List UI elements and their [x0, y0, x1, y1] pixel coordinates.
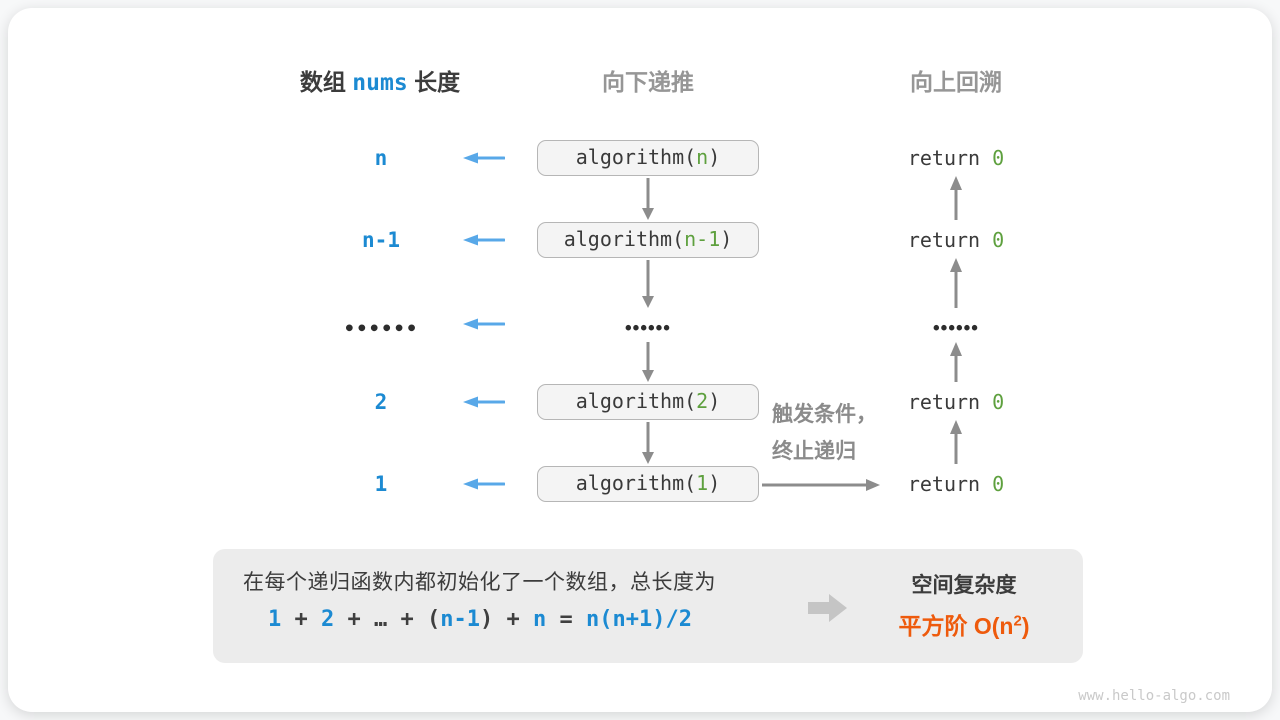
left-arrow-icon [463, 234, 505, 246]
return-keyword: return [907, 390, 993, 414]
figure-card: 数组 nums 长度 向下递推 向上回溯 n algorithm(n) retu… [8, 8, 1272, 712]
header-array-suffix: 长度 [407, 69, 461, 95]
formula-term: n [533, 607, 547, 632]
call-prefix: algorithm( [575, 145, 697, 169]
call-prefix: algorithm( [563, 227, 685, 251]
formula-term: 2 [321, 607, 335, 632]
left-arrow-icon [463, 318, 505, 330]
return-statement: return 0 [866, 226, 1046, 254]
formula-paren: ) [480, 607, 494, 632]
ellipsis-left: •••••• [343, 318, 419, 340]
return-value: 0 [992, 390, 1005, 414]
header-nums-code: nums [352, 70, 408, 96]
formula-equals: = [546, 607, 586, 632]
header-array-prefix: 数组 [299, 69, 353, 95]
down-arrow-icon [642, 342, 654, 382]
call-prefix: algorithm( [575, 471, 697, 495]
length-label-2: 2 [374, 390, 388, 414]
block-right-arrow-icon [808, 594, 847, 622]
up-arrow-icon [950, 420, 962, 464]
return-statement: return 0 [866, 144, 1046, 172]
summary-box: 在每个递归函数内都初始化了一个数组，总长度为 1 + 2 + … + (n-1)… [213, 549, 1083, 663]
complexity-order-suffix: ) [1021, 613, 1030, 639]
ellipsis-middle: •••••• [625, 318, 671, 339]
call-box-n-1: algorithm(n-1) [537, 222, 759, 258]
formula-operator: + [334, 607, 374, 632]
return-statement: return 0 [866, 388, 1046, 416]
up-arrow-icon [950, 176, 962, 220]
call-arg: n [696, 145, 709, 169]
complexity-exponent: 2 [1013, 612, 1022, 630]
call-arg: 2 [696, 389, 709, 413]
call-suffix: ) [708, 471, 721, 495]
length-label-1: 1 [374, 472, 388, 496]
formula-ellipsis: … [374, 607, 388, 632]
complexity-order-prefix: 平方阶 O(n [898, 613, 1014, 639]
column-header-recurse-down: 向下递推 [602, 69, 694, 95]
return-keyword: return [907, 228, 993, 252]
down-arrow-icon [642, 422, 654, 464]
left-arrow-icon [463, 152, 505, 164]
column-header-array-length: 数组 nums 长度 [256, 67, 504, 97]
formula-operator: + [387, 607, 427, 632]
call-suffix: ) [720, 227, 733, 251]
call-arg: n-1 [684, 227, 721, 251]
termination-note: 触发条件， 终止递归 [772, 396, 877, 470]
return-keyword: return [907, 472, 993, 496]
return-value: 0 [992, 472, 1005, 496]
summary-text: 在每个递归函数内都初始化了一个数组，总长度为 [243, 571, 716, 594]
call-arg: 1 [696, 471, 709, 495]
length-label-n-1: n-1 [362, 228, 400, 252]
right-arrow-icon [762, 479, 880, 491]
left-arrow-icon [463, 478, 505, 490]
down-arrow-icon [642, 260, 654, 308]
column-header-backtrack-up: 向上回溯 [910, 69, 1002, 95]
call-box-1: algorithm(1) [537, 466, 759, 502]
termination-note-line2: 终止递归 [772, 440, 856, 463]
ellipsis-right: •••••• [933, 318, 979, 339]
watermark-url: www.hello-algo.com [1078, 688, 1230, 704]
formula-term: n-1 [440, 607, 480, 632]
return-keyword: return [907, 146, 993, 170]
call-suffix: ) [708, 145, 721, 169]
call-prefix: algorithm( [575, 389, 697, 413]
space-complexity-title: 空间复杂度 [911, 574, 1017, 597]
up-arrow-icon [950, 258, 962, 308]
call-box-n: algorithm(n) [537, 140, 759, 176]
summary-formula: 1 + 2 + … + (n-1) + n = n(n+1)/2 [268, 607, 692, 632]
return-value: 0 [992, 228, 1005, 252]
formula-operator: + [281, 607, 321, 632]
length-label-n: n [374, 146, 388, 170]
formula-paren: ( [427, 607, 441, 632]
formula-term: 1 [268, 607, 282, 632]
return-value: 0 [992, 146, 1005, 170]
call-box-2: algorithm(2) [537, 384, 759, 420]
up-arrow-icon [950, 342, 962, 382]
left-arrow-icon [463, 396, 505, 408]
space-complexity-value: 平方阶 O(n2) [858, 607, 1070, 641]
call-suffix: ) [708, 389, 721, 413]
return-statement: return 0 [866, 470, 1046, 498]
formula-result: n(n+1)/2 [586, 607, 692, 632]
termination-note-line1: 触发条件， [772, 403, 877, 426]
down-arrow-icon [642, 178, 654, 220]
formula-operator: + [493, 607, 533, 632]
